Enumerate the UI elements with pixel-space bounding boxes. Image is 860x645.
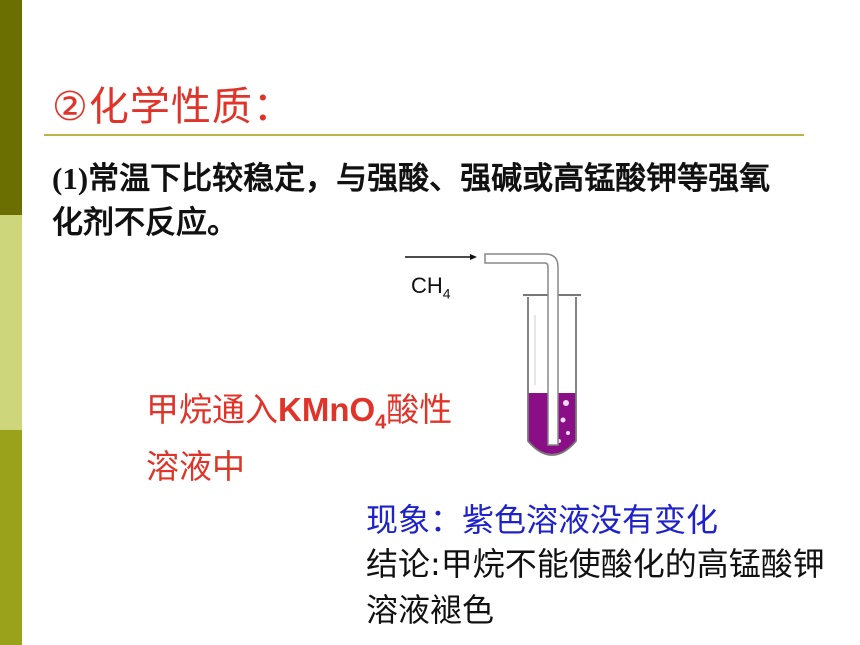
phenomenon-text: 现象：紫色溶液没有变化 xyxy=(366,501,719,539)
experiment-text-pre: 甲烷通入 xyxy=(146,390,278,429)
sidebar-block-dark xyxy=(0,0,22,215)
sidebar-block-light xyxy=(0,215,22,430)
experiment-description: 甲烷通入KMnO4酸性溶液中 xyxy=(146,388,476,489)
sidebar-decoration xyxy=(0,0,22,645)
property-paragraph: (1)常温下比较稳定，与强酸、强碱或高锰酸钾等强氧化剂不反应。 xyxy=(52,157,772,245)
methane-label: CH4 xyxy=(411,273,451,301)
bubble xyxy=(563,400,569,406)
slide-title: ②化学性质： xyxy=(52,84,294,130)
kmno4-formula: KMnO xyxy=(278,391,376,428)
kmno4-subscript: 4 xyxy=(375,411,387,434)
bubble xyxy=(566,431,570,435)
test-tube xyxy=(527,297,577,456)
paragraph-text: 常温下比较稳定，与强酸、强碱或高锰酸钾等强氧化剂不反应。 xyxy=(52,161,771,241)
methane-label-main: CH xyxy=(411,273,443,298)
conclusion-text: 结论:甲烷不能使酸化的高锰酸钾溶液褪色 xyxy=(366,545,825,629)
delivery-tube xyxy=(484,253,559,446)
sidebar-block-mid xyxy=(0,430,22,645)
test-tube-apparatus xyxy=(405,253,581,456)
title-divider xyxy=(44,134,804,136)
methane-label-subscript: 4 xyxy=(442,285,451,302)
experiment-text-post: 酸性溶液中 xyxy=(146,390,453,486)
gas-flow-arrowhead xyxy=(470,254,477,260)
paragraph-number: (1) xyxy=(52,161,89,196)
bubble xyxy=(560,417,566,423)
